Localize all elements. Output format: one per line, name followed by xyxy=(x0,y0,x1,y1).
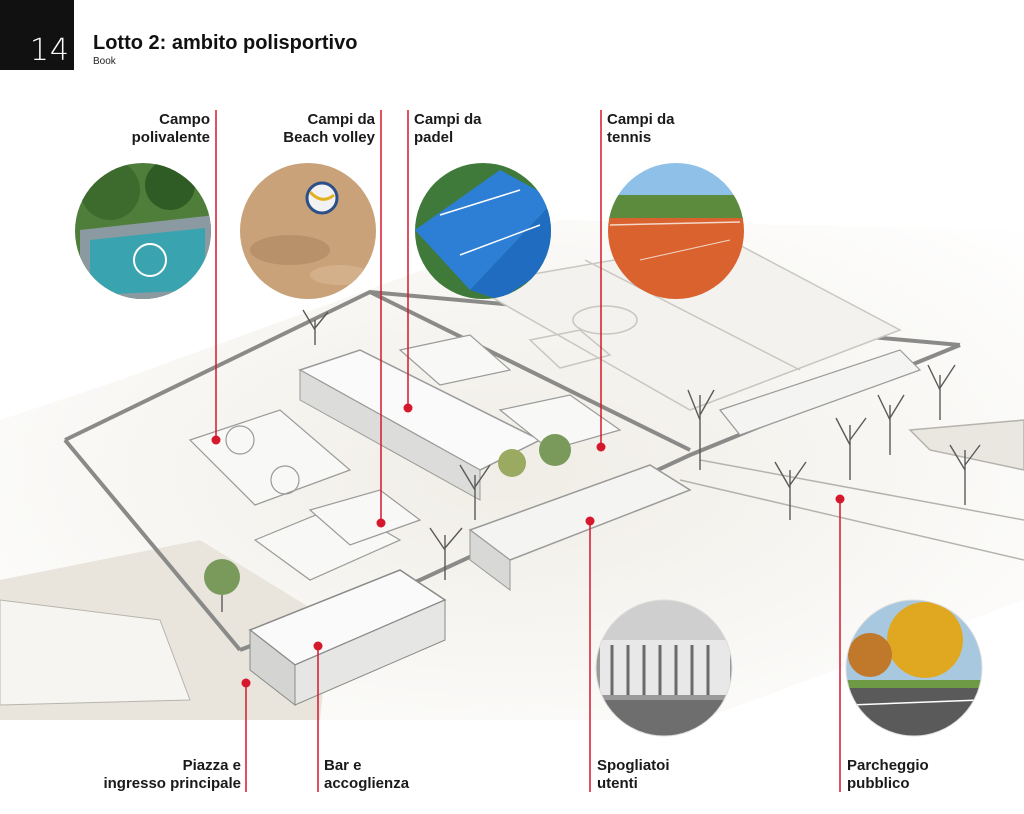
dot-parcheggio xyxy=(835,494,845,504)
dot-beach-volley xyxy=(376,518,386,528)
photo-padel xyxy=(415,163,551,299)
changing-rooms-building xyxy=(468,349,922,591)
photo-parcheggio xyxy=(846,600,982,736)
bar-building xyxy=(248,569,447,707)
access-road xyxy=(679,419,1024,561)
trees xyxy=(302,309,981,580)
dot-tennis xyxy=(596,442,606,452)
page-subtitle: Book xyxy=(93,56,116,67)
callout-dots xyxy=(211,403,845,688)
dot-spogliatoi xyxy=(585,516,595,526)
multisport-courts xyxy=(188,409,352,506)
dot-padel xyxy=(403,403,413,413)
green-trees xyxy=(204,434,571,612)
padel-courts xyxy=(398,334,622,451)
page-number: 14 xyxy=(29,33,70,68)
page-number-badge: 14 xyxy=(0,0,74,70)
photo-frames xyxy=(595,599,983,737)
photo-campo-polivalente xyxy=(75,163,211,299)
dot-piazza xyxy=(241,678,251,688)
leader-lines xyxy=(215,110,841,792)
page-title: Lotto 2: ambito polisportivo xyxy=(93,32,358,54)
football-field xyxy=(467,239,902,411)
dot-campo-polivalente xyxy=(211,435,221,445)
photo-tennis xyxy=(608,163,744,299)
photo-beach-volley xyxy=(240,163,376,299)
dot-bar xyxy=(313,641,323,651)
beach-volley-courts xyxy=(253,489,422,581)
